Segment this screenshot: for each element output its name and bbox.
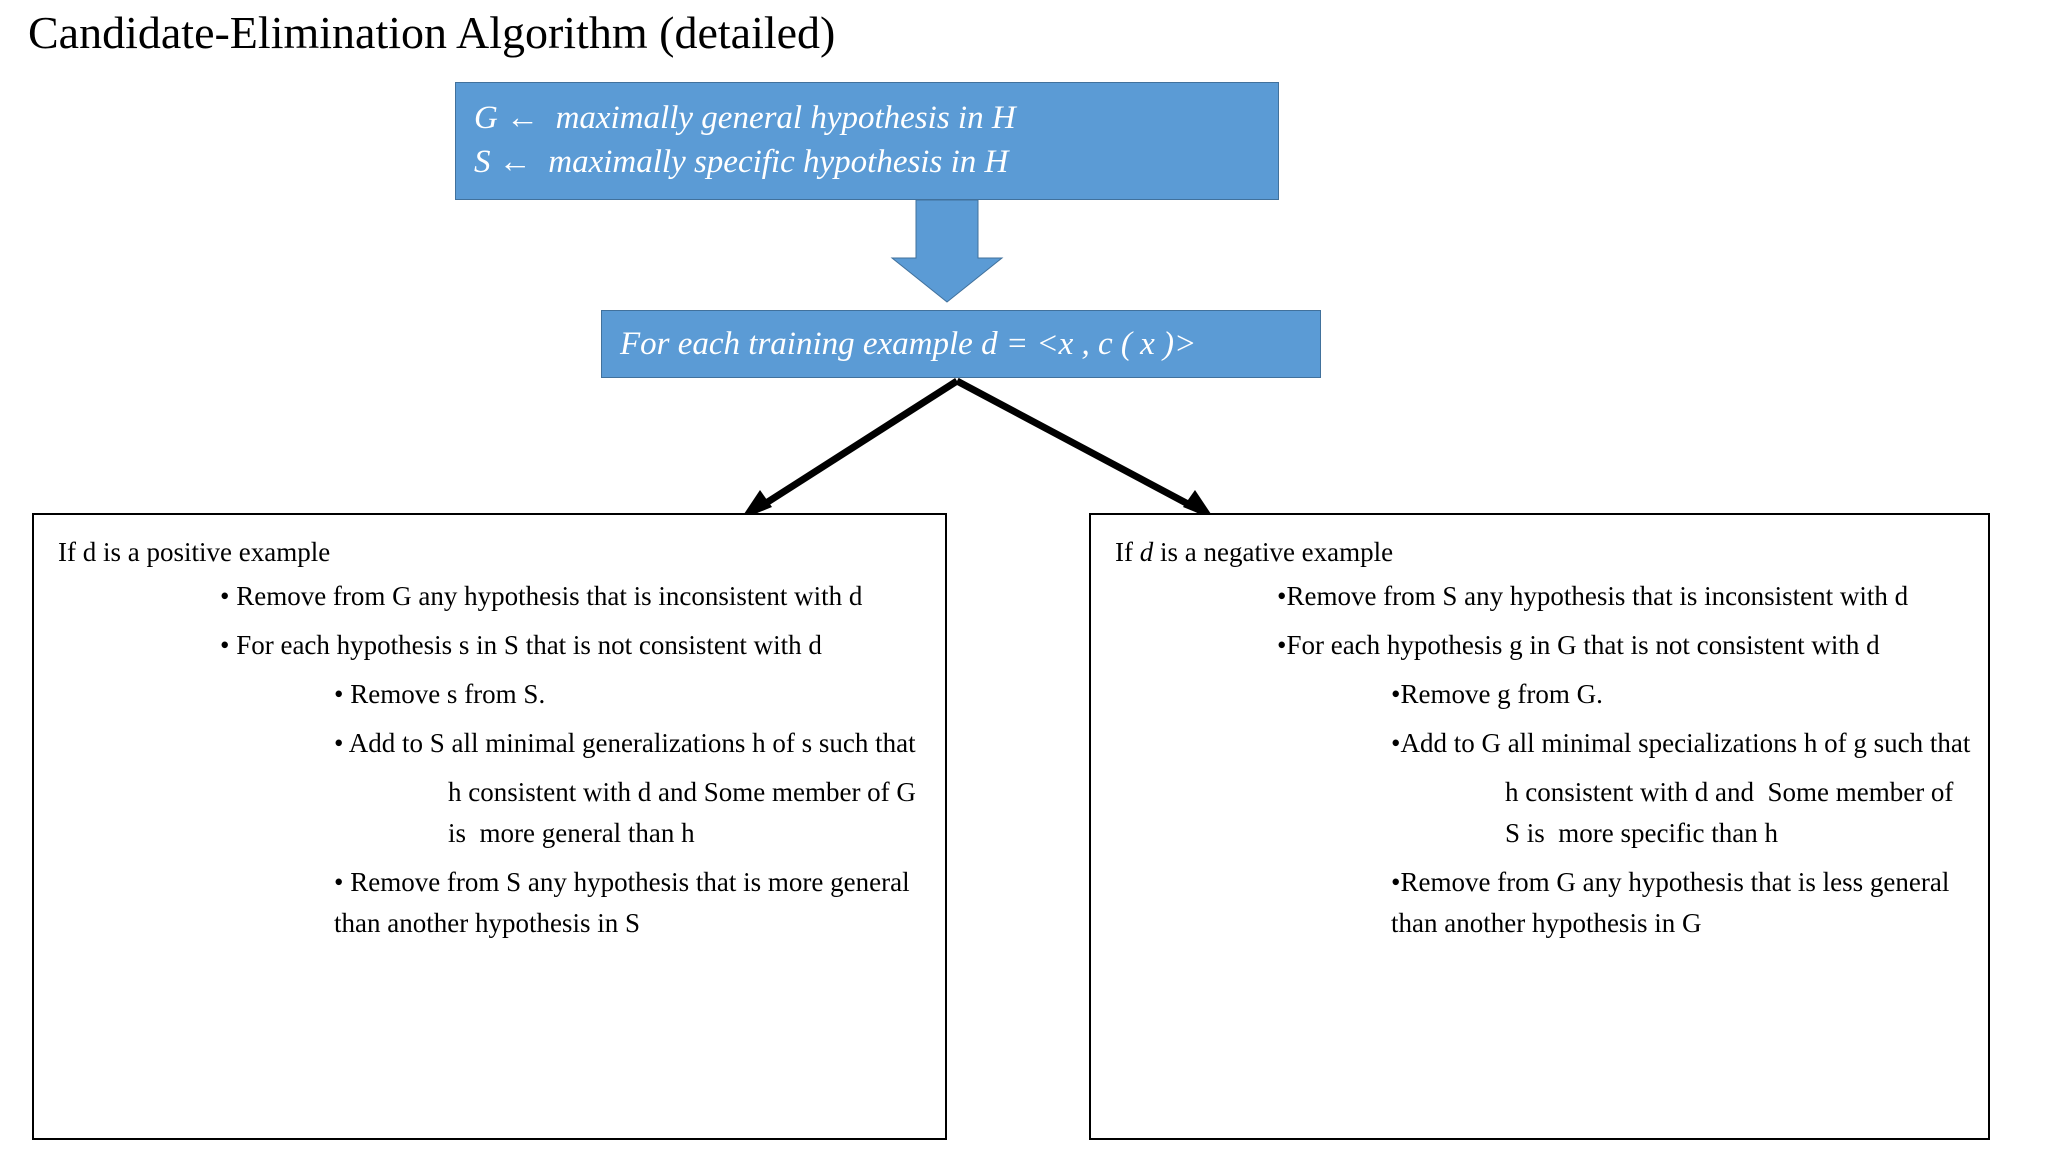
negative-example-box[interactable]: If d is a negative example •Remove from …: [1089, 513, 1990, 1140]
for-each-training-example-box[interactable]: For each training example d = <x , c ( x…: [601, 310, 1321, 378]
negative-heading-after: is a negative example: [1153, 537, 1394, 567]
positive-bullet-5: h consistent with d and Some member of G…: [448, 777, 923, 849]
negative-bullet-5: h consistent with d and Some member of S…: [1505, 777, 1961, 849]
negative-bullet-4: •Add to G all minimal specializations h …: [1391, 728, 1971, 759]
init-box-line-1: G ← maximally general hypothesis in H: [474, 100, 1016, 137]
init-hypotheses-box[interactable]: G ← maximally general hypothesis in H S …: [455, 82, 1279, 200]
positive-bullet-4: • Add to S all minimal generalizations h…: [334, 728, 916, 759]
negative-bullet-3: •Remove g from G.: [1391, 679, 1603, 710]
positive-bullet-3: • Remove s from S.: [334, 679, 546, 710]
negative-heading-before: If: [1115, 537, 1140, 567]
negative-heading-italic-d: d: [1139, 537, 1154, 567]
negative-bullet-2: •For each hypothesis g in G that is not …: [1277, 630, 1880, 661]
positive-bullet-6: • Remove from S any hypothesis that is m…: [334, 867, 917, 939]
positive-bullet-2: • For each hypothesis s in S that is not…: [220, 630, 822, 661]
arrow-to-negative-branch-icon: [955, 377, 1215, 520]
down-arrow-icon: [890, 199, 1004, 303]
loop-box-line-1: For each training example d = <x , c ( x…: [620, 325, 1197, 362]
negative-bullet-1: •Remove from S any hypothesis that is in…: [1277, 581, 1909, 612]
positive-example-box[interactable]: If d is a positive example • Remove from…: [32, 513, 947, 1140]
negative-bullet-6: •Remove from G any hypothesis that is le…: [1391, 867, 1957, 939]
positive-bullet-1: • Remove from G any hypothesis that is i…: [220, 581, 863, 612]
page-title: Candidate-Elimination Algorithm (detaile…: [28, 7, 836, 58]
arrow-to-positive-branch-icon: [740, 378, 959, 520]
init-box-line-2: S ← maximally specific hypothesis in H: [474, 144, 1009, 180]
positive-box-heading: If d is a positive example: [58, 537, 331, 567]
negative-box-heading: If d is a negative example: [1115, 537, 1974, 568]
